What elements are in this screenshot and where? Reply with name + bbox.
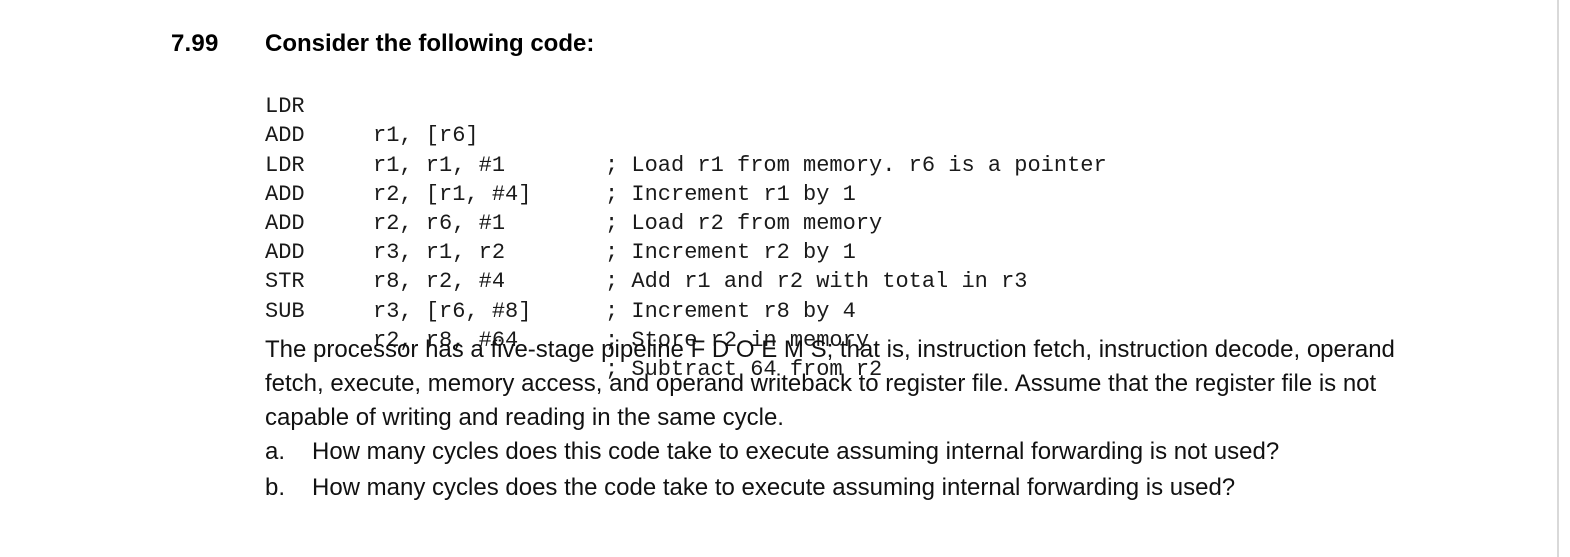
code-comment: ; Store r2 in memory: [605, 327, 870, 353]
code-operands: r3, [r6, #8]: [373, 298, 532, 324]
code-operands: r2, r8, #64: [373, 327, 519, 353]
code-opcode: ADD: [265, 240, 305, 266]
code-opcode: ADD: [265, 210, 305, 236]
code-line: STR r3, [r6, #8] ; Store r2 in memory: [265, 238, 869, 352]
code-operands: r1, r1, #1: [373, 152, 506, 178]
question-label: a.: [265, 438, 286, 465]
code-operands: r3, r1, r2: [373, 240, 506, 266]
code-operands: r2, [r1, #4]: [373, 181, 532, 207]
code-comment: ; Subtract 64 from r2: [605, 356, 883, 382]
code-operands: r1, [r6]: [373, 123, 479, 149]
code-comment: ; Add r1 and r2 with total in r3: [605, 269, 1028, 295]
code-comment: ; Load r2 from memory: [605, 210, 883, 236]
code-line: ADD r3, r1, r2 ; Add r1 and r2 with tota…: [265, 180, 1027, 294]
question-label: b.: [265, 474, 286, 501]
code-line: ADD r1, r1, #1 ; Increment r1 by 1: [265, 92, 856, 206]
question-text: How many cycles does this code take to e…: [312, 438, 1280, 465]
code-line: SUB r2, r8, #64 ; Subtract 64 from r2: [265, 267, 882, 382]
code-comment: ; Increment r8 by 4: [605, 298, 856, 324]
code-comment: ; Increment r1 by 1: [605, 181, 856, 207]
problem-number: 7.99: [171, 30, 219, 57]
code-opcode: LDR: [265, 94, 305, 120]
question-b: b. How many cycles does the code take to …: [265, 471, 1235, 505]
code-opcode: ADD: [265, 123, 305, 149]
problem-heading: Consider the following code:: [265, 30, 595, 57]
code-opcode: STR: [265, 269, 305, 295]
code-operands: r8, r2, #4: [373, 269, 506, 295]
code-line: ADD r2, r6, #1 ; Increment r2 by 1: [265, 151, 856, 265]
code-operands: r2, r6, #1: [373, 210, 506, 236]
code-opcode: SUB: [265, 298, 305, 324]
code-opcode: ADD: [265, 181, 305, 207]
code-line: LDR r1, [r6] ; Load r1 from memory. r6 i…: [265, 63, 1107, 177]
question-text: How many cycles does the code take to ex…: [312, 474, 1236, 501]
question-a: a. How many cycles does this code take to…: [265, 435, 1279, 469]
problem-description: The processor has a five-stage pipeline …: [265, 336, 1395, 431]
code-line: ADD r8, r2, #4 ; Increment r8 by 4: [265, 209, 856, 323]
code-comment: ; Load r1 from memory. r6 is a pointer: [605, 152, 1107, 178]
code-comment: ; Increment r2 by 1: [605, 240, 856, 266]
code-opcode: LDR: [265, 152, 305, 178]
code-line: LDR r2, [r1, #4] ; Load r2 from memory: [265, 121, 882, 236]
code-listing: LDR r1, [r6] ; Load r1 from memory. r6 i…: [265, 63, 1107, 382]
